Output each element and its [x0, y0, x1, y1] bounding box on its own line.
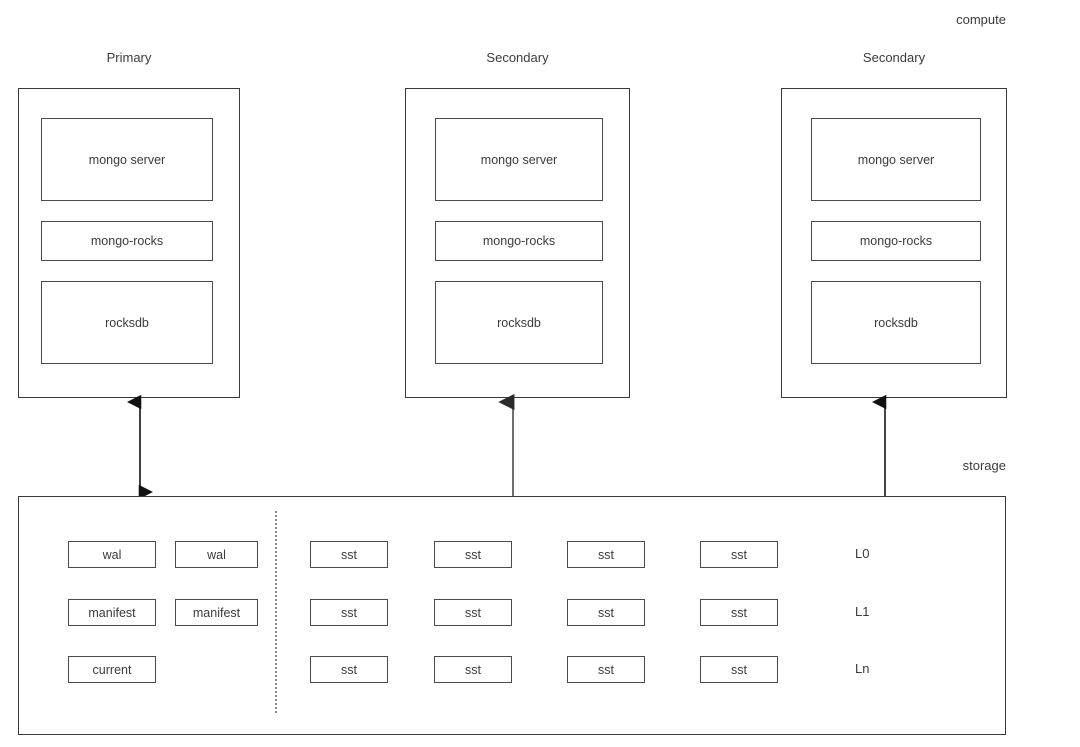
- node-title-primary: Primary: [106, 50, 152, 65]
- file-box-sst[interactable]: sst: [700, 599, 778, 626]
- layer-mongo-server[interactable]: mongo server: [41, 118, 213, 201]
- file-box-sst[interactable]: sst: [310, 656, 388, 683]
- layer-mongo-rocks[interactable]: mongo-rocks: [811, 221, 981, 261]
- level-label-l0: L0: [855, 546, 870, 561]
- file-box-manifest[interactable]: manifest: [68, 599, 156, 626]
- layer-mongo-server[interactable]: mongo server: [435, 118, 603, 201]
- layer-mongo-rocks[interactable]: mongo-rocks: [435, 221, 603, 261]
- layer-mongo-rocks[interactable]: mongo-rocks: [41, 221, 213, 261]
- file-box-sst[interactable]: sst: [567, 541, 645, 568]
- layer-rocksdb[interactable]: rocksdb: [811, 281, 981, 364]
- file-box-sst[interactable]: sst: [310, 541, 388, 568]
- arrow-secondary-2-storage-up: [871, 394, 887, 497]
- file-box-sst[interactable]: sst: [700, 541, 778, 568]
- arrow-secondary-1-storage-up: [498, 393, 515, 497]
- file-box-manifest[interactable]: manifest: [175, 599, 258, 626]
- node-title-secondary-1: Secondary: [486, 50, 549, 65]
- file-box-sst[interactable]: sst: [434, 599, 512, 626]
- compute-node-primary[interactable]: mongo server mongo-rocks rocksdb: [18, 88, 240, 398]
- layer-rocksdb[interactable]: rocksdb: [435, 281, 603, 364]
- arrow-primary-storage-bidirectional: [126, 394, 154, 500]
- file-box-sst[interactable]: sst: [434, 656, 512, 683]
- level-label-ln: Ln: [855, 661, 870, 676]
- file-box-sst[interactable]: sst: [567, 656, 645, 683]
- file-box-sst[interactable]: sst: [310, 599, 388, 626]
- storage-divider: [275, 511, 277, 713]
- compute-zone-label: compute: [956, 12, 1006, 27]
- storage-zone-label: storage: [962, 458, 1006, 473]
- file-box-sst[interactable]: sst: [434, 541, 512, 568]
- level-label-l1: L1: [855, 604, 870, 619]
- layer-rocksdb[interactable]: rocksdb: [41, 281, 213, 364]
- file-box-sst[interactable]: sst: [567, 599, 645, 626]
- compute-node-secondary-2[interactable]: mongo server mongo-rocks rocksdb: [781, 88, 1007, 398]
- layer-mongo-server[interactable]: mongo server: [811, 118, 981, 201]
- file-box-wal[interactable]: wal: [68, 541, 156, 568]
- file-box-sst[interactable]: sst: [700, 656, 778, 683]
- file-box-current[interactable]: current: [68, 656, 156, 683]
- node-title-secondary-2: Secondary: [862, 50, 926, 65]
- file-box-wal[interactable]: wal: [175, 541, 258, 568]
- compute-node-secondary-1[interactable]: mongo server mongo-rocks rocksdb: [405, 88, 630, 398]
